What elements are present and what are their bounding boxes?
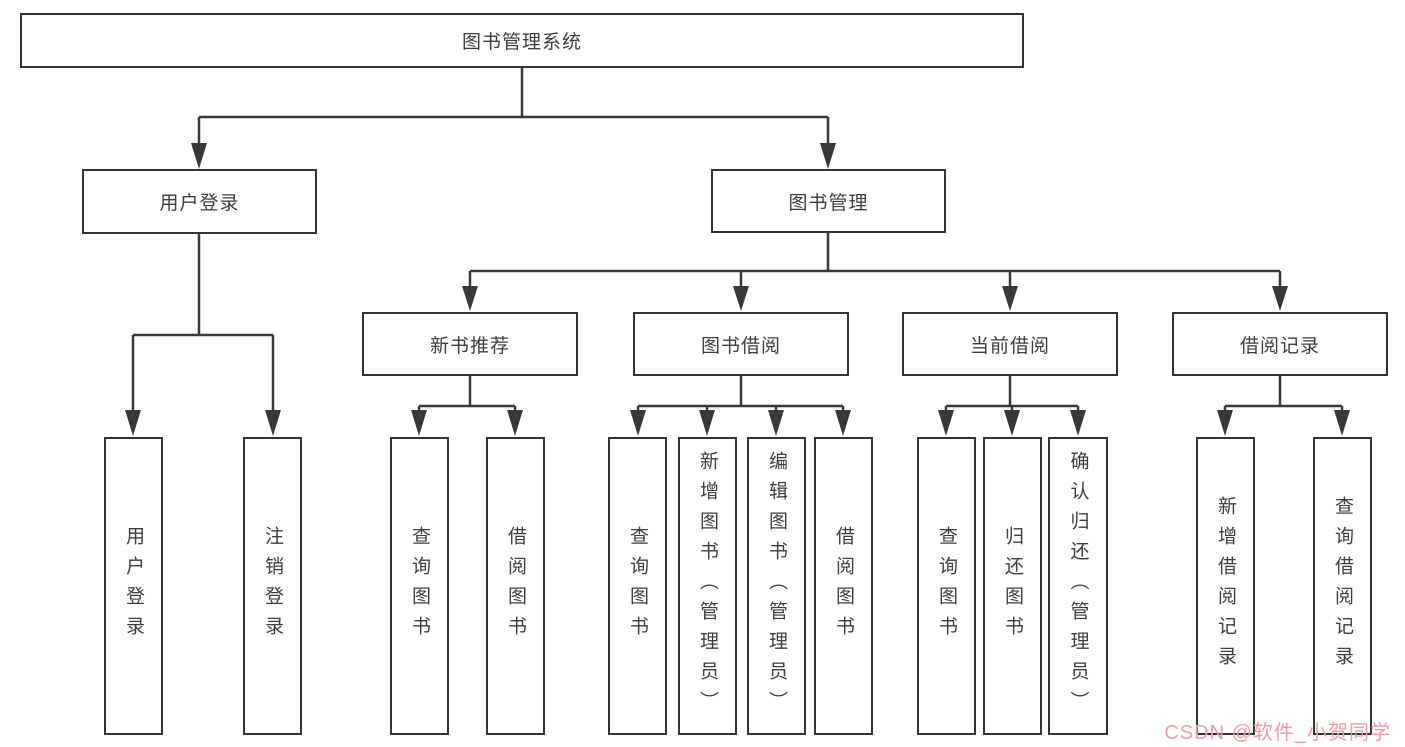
leaf-return-book: 归还图书	[983, 437, 1042, 735]
node-new-book-recommend: 新书推荐	[362, 312, 578, 376]
leaf-borrow-books-2: 借阅图书	[814, 437, 873, 735]
leaf-add-borrow-record-label: 新增借阅记录	[1215, 496, 1236, 676]
leaf-add-book-admin: 新增图书（管理员）	[678, 437, 737, 735]
leaf-user-login: 用户登录	[104, 437, 163, 735]
connector-user-login-to-leaves	[131, 234, 275, 413]
node-current-borrow: 当前借阅	[902, 312, 1118, 376]
leaf-confirm-return-admin: 确认归还（管理员）	[1048, 437, 1108, 735]
connector-borrow-record-to-leaves	[1223, 376, 1344, 413]
leaf-borrow-books-recommend-label: 借阅图书	[505, 526, 526, 646]
leaf-query-books-recommend: 查询图书	[390, 437, 449, 735]
connector-current-borrow-to-leaves	[944, 376, 1080, 413]
node-root: 图书管理系统	[20, 13, 1024, 68]
node-book-management: 图书管理	[711, 169, 946, 233]
leaf-query-borrow-record: 查询借阅记录	[1313, 437, 1372, 735]
node-borrow-record: 借阅记录	[1172, 312, 1388, 376]
leaf-add-borrow-record: 新增借阅记录	[1196, 437, 1255, 735]
connector-root-to-level2	[197, 68, 830, 146]
leaf-return-book-label: 归还图书	[1002, 526, 1023, 646]
leaf-edit-book-admin-label: 编辑图书（管理员）	[766, 451, 787, 721]
leaf-user-login-label: 用户登录	[123, 526, 144, 646]
leaf-query-books-borrow: 查询图书	[608, 437, 667, 735]
leaf-add-book-admin-label: 新增图书（管理员）	[697, 451, 718, 721]
connector-new-book-to-leaves	[417, 376, 517, 413]
leaf-borrow-books-2-label: 借阅图书	[833, 526, 854, 646]
leaf-query-books-recommend-label: 查询图书	[409, 526, 430, 646]
node-book-borrow: 图书借阅	[633, 312, 849, 376]
leaf-logout: 注销登录	[243, 437, 302, 735]
node-user-login: 用户登录	[82, 169, 317, 234]
connector-book-mgmt-to-level3	[468, 232, 1282, 288]
leaf-logout-label: 注销登录	[262, 526, 283, 646]
leaf-query-books-borrow-label: 查询图书	[627, 526, 648, 646]
watermark-text: CSDN @软件_小贺同学	[1164, 722, 1391, 744]
leaf-confirm-return-admin-label: 确认归还（管理员）	[1067, 451, 1089, 721]
connector-book-borrow-to-leaves	[636, 376, 845, 413]
leaf-query-borrow-record-label: 查询借阅记录	[1332, 496, 1353, 676]
leaf-query-books-current: 查询图书	[917, 437, 976, 735]
leaf-query-books-current-label: 查询图书	[936, 526, 957, 646]
leaf-borrow-books-recommend: 借阅图书	[486, 437, 545, 735]
leaf-edit-book-admin: 编辑图书（管理员）	[747, 437, 806, 735]
